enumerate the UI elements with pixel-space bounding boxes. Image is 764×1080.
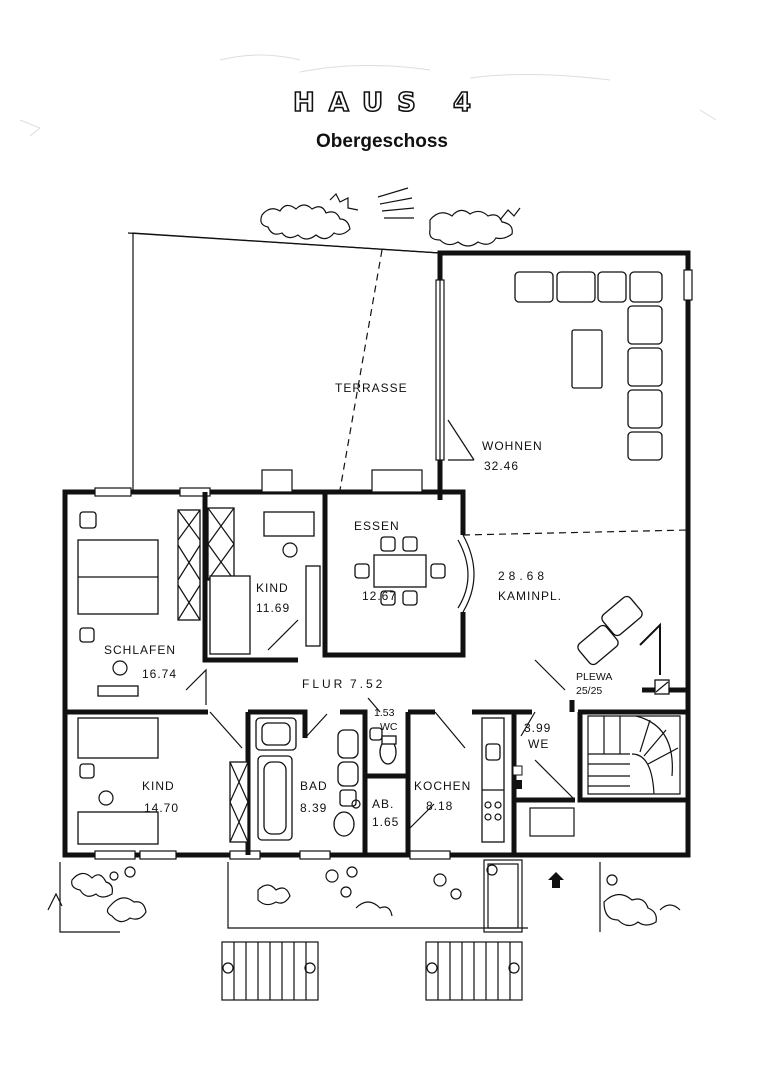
kind1-furniture bbox=[207, 507, 321, 655]
label-bad-area: 8.39 bbox=[300, 801, 327, 815]
label-plewa-name: PLEWA bbox=[576, 671, 612, 683]
label-schlafen-area: 16.74 bbox=[142, 667, 177, 681]
dining-table bbox=[354, 534, 475, 613]
label-plewa-size: 25/25 bbox=[576, 685, 602, 697]
label-ab-name: AB. bbox=[372, 797, 394, 811]
floor-title: Obergeschoss bbox=[316, 131, 448, 152]
label-essen-name: ESSEN bbox=[354, 519, 400, 533]
shrub-top-right bbox=[429, 207, 521, 247]
label-wc-area: 1.53 bbox=[374, 707, 395, 719]
label-kind1-name: KIND bbox=[256, 581, 289, 595]
label-flur-name: FLUR bbox=[302, 677, 345, 691]
interior-walls bbox=[65, 489, 688, 855]
label-ab-area: 1.65 bbox=[372, 815, 399, 829]
label-kind2-name: KIND bbox=[142, 779, 175, 793]
entrance-arrow-icon bbox=[548, 872, 564, 888]
windows bbox=[94, 269, 693, 860]
label-we-area: 3.99 bbox=[524, 721, 551, 735]
label-kaminpl-area: 28.68 bbox=[498, 569, 548, 583]
kind2-furniture bbox=[77, 717, 249, 845]
background-marks bbox=[19, 54, 717, 137]
exterior-steps-left bbox=[221, 941, 319, 1001]
building-title: HAUS 4 bbox=[292, 87, 486, 119]
label-kind2-area: 14.70 bbox=[144, 801, 179, 815]
label-bad-name: BAD bbox=[300, 779, 328, 793]
exterior-steps-right bbox=[425, 941, 523, 1001]
label-terrasse: TERRASSE bbox=[335, 381, 408, 395]
kitchen-fixtures bbox=[481, 717, 523, 843]
staircase bbox=[529, 715, 681, 837]
bedroom-furniture bbox=[77, 509, 201, 697]
label-we-name: WE bbox=[528, 737, 549, 751]
label-schlafen-name: SCHLAFEN bbox=[104, 643, 176, 657]
shrub-top-left bbox=[260, 192, 359, 240]
sun-rays bbox=[377, 187, 415, 219]
bathroom-fixtures bbox=[255, 717, 361, 841]
label-flur-area: 7.52 bbox=[350, 677, 385, 691]
label-kind1-area: 11.69 bbox=[256, 601, 290, 615]
label-wc-name: WC bbox=[380, 721, 398, 733]
label-wohnen-name: WOHNEN bbox=[482, 439, 543, 453]
label-wohnen-area: 32.46 bbox=[484, 459, 519, 473]
garden-south bbox=[47, 859, 681, 933]
label-kochen-name: KOCHEN bbox=[414, 779, 471, 793]
sofa-set bbox=[514, 271, 663, 461]
terrace-outline bbox=[127, 232, 441, 491]
label-kochen-area: 8.18 bbox=[426, 799, 453, 813]
door-swings bbox=[185, 419, 574, 831]
wc-fixtures bbox=[369, 727, 397, 765]
label-essen-area: 12.67 bbox=[362, 589, 397, 603]
dashed-room-divider bbox=[462, 529, 689, 536]
label-kaminpl-name: KAMINPL. bbox=[498, 589, 562, 603]
fireplace-chairs bbox=[577, 595, 670, 695]
